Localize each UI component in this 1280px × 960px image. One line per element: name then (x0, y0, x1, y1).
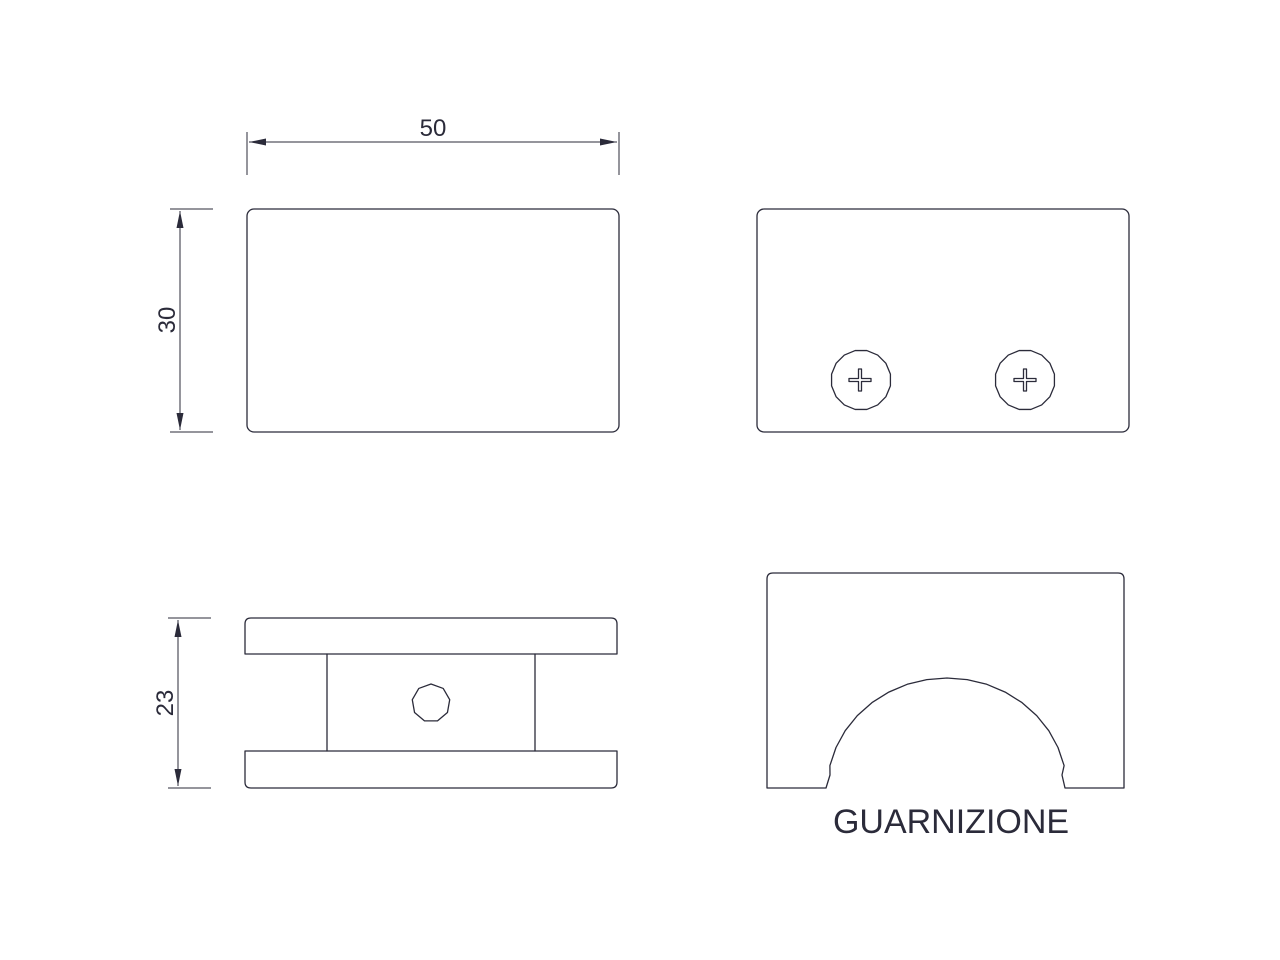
height-arrow-bottom (176, 413, 184, 430)
side-height-dimension: 23 (152, 617, 211, 789)
hex-bolt-icon (411, 683, 451, 722)
phillips-cross-icon (1013, 368, 1037, 392)
width-arrow-right (600, 138, 617, 146)
side-height-arrow-bottom (174, 769, 182, 786)
back-view-outline (756, 208, 1130, 433)
width-dimension: 50 (246, 115, 620, 175)
side-height-arrow-top (174, 620, 182, 637)
side-view-top-plate (244, 617, 618, 655)
side-view-bottom-plate (244, 750, 618, 789)
side-height-dimension-value: 23 (152, 690, 179, 717)
screw-right (994, 349, 1056, 411)
front-view-outline (246, 208, 620, 433)
gasket-caption: GUARNIZIONE (833, 803, 1069, 841)
phillips-cross-icon (848, 368, 872, 392)
height-dimension-value: 30 (154, 307, 181, 334)
side-view (244, 617, 618, 789)
width-arrow-left (249, 138, 266, 146)
gasket-outline (766, 572, 1125, 789)
back-view (756, 208, 1130, 433)
screw-right-head (994, 349, 1056, 411)
front-view (246, 208, 620, 433)
screw-left (830, 349, 892, 411)
width-dimension-value: 50 (420, 115, 447, 142)
height-arrow-top (176, 211, 184, 228)
gasket-view: GUARNIZIONE (766, 572, 1125, 841)
height-dimension: 30 (154, 208, 213, 433)
screw-left-head (830, 349, 892, 411)
